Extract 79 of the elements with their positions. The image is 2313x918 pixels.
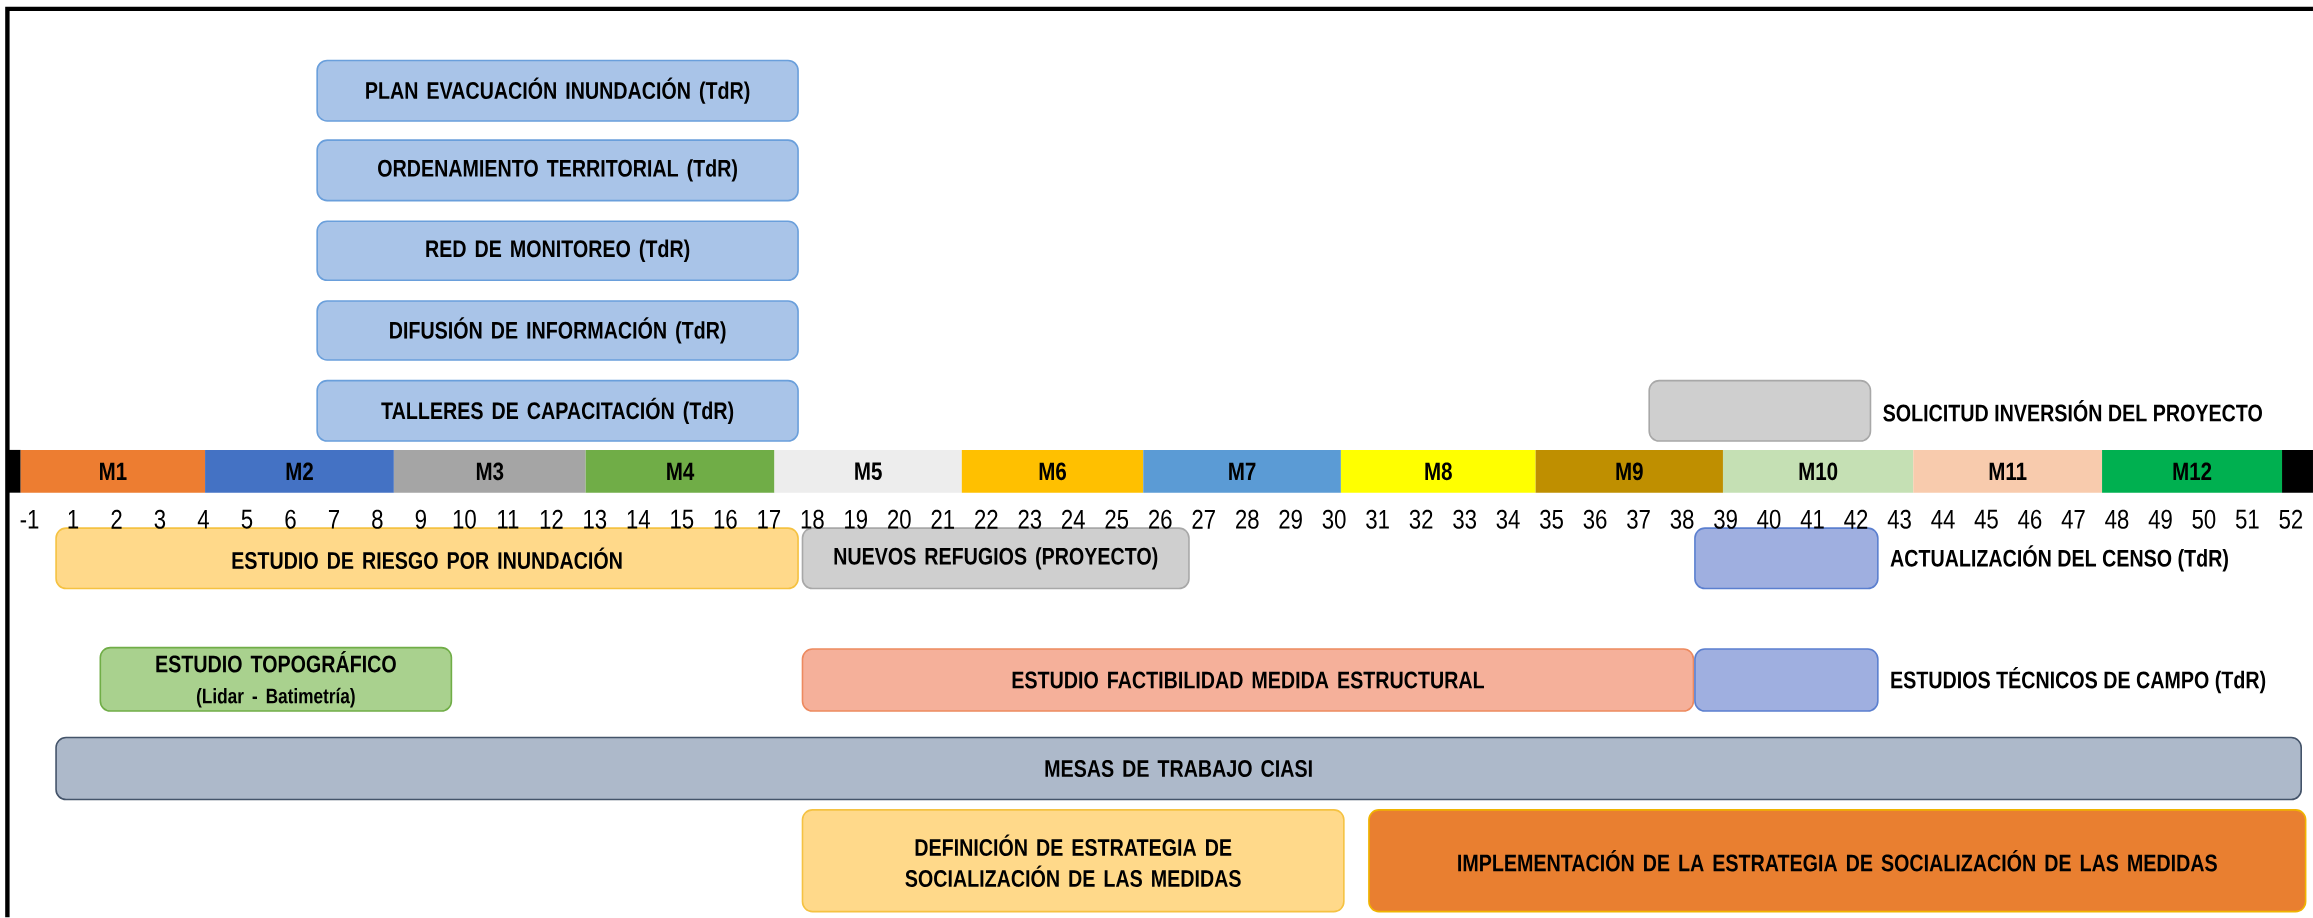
task-bar: DIFUSIÓN DE INFORMACIÓN (TdR)	[316, 300, 799, 361]
week-number: 49	[2148, 509, 2172, 529]
week-number: 22	[975, 510, 998, 529]
task-bar	[1694, 648, 1879, 713]
month-segment: M2	[205, 450, 394, 493]
week-number: 17	[758, 510, 781, 529]
month-segment: M6	[961, 450, 1144, 493]
week-number: 10	[453, 509, 476, 529]
week-number: 2	[111, 510, 122, 529]
week-number: 4	[197, 510, 209, 529]
month-segment: M8	[1340, 450, 1536, 493]
task-bar: PLAN EVACUACIÓN INUNDACIÓN (TdR)	[316, 59, 799, 122]
week-number: 8	[372, 509, 383, 529]
month-segment: M4	[585, 450, 775, 493]
week-number: 23	[1018, 509, 1042, 529]
task-bar: IMPLEMENTACIÓN DE LA ESTRATEGIA DE SOCIALIZACIÓN DE LAS MEDIDAS	[1368, 809, 2307, 913]
week-number: 33	[1453, 509, 1476, 529]
week-number: 40	[1757, 509, 1781, 529]
week-number: 12	[540, 510, 563, 529]
week-number: 11	[498, 510, 519, 529]
week-number: 52	[2279, 509, 2303, 529]
task-bar: DEFINICIÓN DE ESTRATEGIA DE SOCIALIZACIÓN DE LAS MEDIDAS	[801, 809, 1345, 913]
week-number: 21	[931, 510, 954, 529]
task-bar: ORDENAMIENTO TERRITORIAL (TdR)	[316, 139, 799, 202]
week-number: 9	[415, 509, 426, 529]
month-segment: M3	[393, 450, 586, 493]
week-number: 38	[1670, 509, 1694, 529]
week-number: -1	[20, 510, 39, 529]
week-number: 6	[285, 509, 296, 529]
week-number: 45	[1974, 510, 1998, 529]
week-number: 34	[1496, 509, 1520, 529]
month-segment: M11	[1913, 450, 2103, 493]
week-number: 43	[1887, 509, 1911, 529]
task-bar: ESTUDIO FACTIBILIDAD MEDIDA ESTRUCTURAL	[801, 648, 1695, 713]
week-number: 3	[154, 509, 166, 529]
week-number: 41	[1800, 510, 1824, 529]
week-number: 25	[1105, 509, 1129, 529]
week-number: 7	[328, 510, 339, 529]
week-number: 24	[1062, 510, 1085, 529]
week-number: 30	[1322, 509, 1346, 529]
week-number: 18	[801, 509, 824, 529]
task-bar: MESAS DE TRABAJO CIASI	[55, 737, 2302, 801]
month-segment: M9	[1535, 450, 1723, 493]
week-number: 20	[888, 509, 911, 529]
task-bar	[1694, 527, 1879, 590]
task-bar: RED DE MONITOREO (TdR)	[316, 220, 799, 282]
week-number: 48	[2105, 509, 2129, 529]
week-number: 32	[1409, 509, 1433, 529]
week-number: 26	[1149, 509, 1172, 529]
month-segment: M10	[1722, 450, 1914, 493]
task-bar: ESTUDIO TOPOGRÁFICO (Lidar - Batimetría)	[99, 647, 453, 713]
week-number: 14	[627, 510, 650, 529]
month-segment: M12	[2102, 450, 2283, 493]
task-label: SOLICITUD INVERSIÓN DEL PROYECTO	[1883, 400, 2262, 422]
week-number: 46	[2018, 509, 2042, 529]
task-label: ACTUALIZACIÓN DEL CENSO (TdR)	[1890, 545, 2228, 572]
month-segment: M7	[1143, 450, 1341, 493]
week-number: 28	[1236, 509, 1259, 529]
week-number: 39	[1714, 509, 1737, 529]
task-bar: TALLERES DE CAPACITACIÓN (TdR)	[316, 380, 799, 443]
week-number: 35	[1540, 509, 1563, 529]
week-number: 5	[241, 510, 253, 529]
week-number: 16	[714, 509, 737, 529]
month-segment: M1	[20, 450, 206, 493]
week-number: 29	[1279, 509, 1302, 529]
week-number: 1	[68, 510, 79, 529]
week-number: 44	[1931, 510, 1955, 529]
week-number: 42	[1844, 510, 1868, 529]
week-number: 19	[845, 509, 867, 529]
week-number: 31	[1366, 509, 1389, 529]
week-number: 15	[671, 510, 694, 529]
task-bar	[1648, 380, 1872, 443]
task-label: ESTUDIOS TÉCNICOS DE CAMPO (TdR)	[1891, 667, 2266, 694]
week-number: 27	[1192, 510, 1215, 529]
week-number: 13	[584, 509, 607, 529]
week-number: 36	[1583, 509, 1607, 529]
week-number: 37	[1627, 509, 1650, 529]
month-segment: M5	[774, 450, 962, 493]
week-number: 47	[2061, 510, 2085, 529]
